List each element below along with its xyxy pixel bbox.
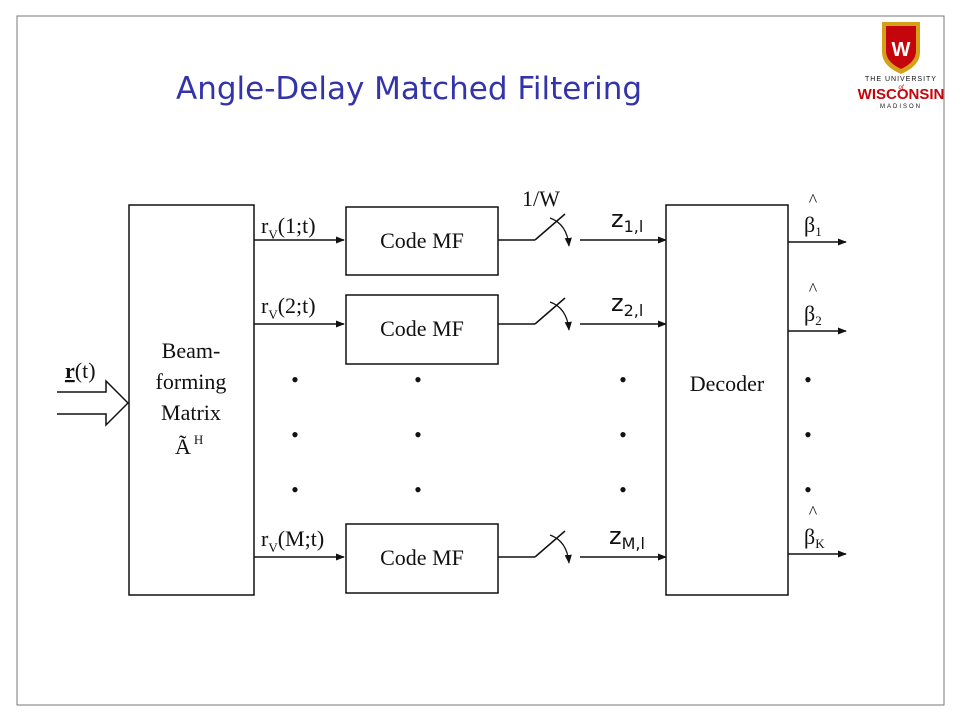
input-label: r(t) [65,358,96,383]
svg-text:•: • [291,477,299,502]
code-mf-label-m: Code MF [380,545,464,570]
beamformer-line2: forming [156,369,227,394]
beamformer-line3: Matrix [161,400,221,425]
branch-output-2: rV(2;t) [261,293,316,322]
logo-line3: MADISON [880,104,922,110]
svg-text:•: • [804,477,812,502]
branch-output-m: rV(M;t) [261,526,324,555]
slide-title: Angle-Delay Matched Filtering [176,71,642,107]
code-mf-block-2 [345,294,499,365]
svg-text:•: • [291,367,299,392]
svg-text:•: • [414,477,422,502]
sampled-output-2: z2,l [611,289,643,320]
university-logo: W THE UNIVERSITY of WISCONSIN MADISON [858,22,945,110]
ellipsis-dots: • • • • • • • • • • • • [291,367,812,502]
slide-border [16,15,945,706]
svg-text:•: • [619,422,627,447]
crest-letter-w: W [892,39,911,61]
sampler-switch-m [534,530,566,558]
input-arrow [57,379,130,427]
decoder-output-k: βK [804,524,825,551]
decoder-output-k-hat: ^ [809,502,818,522]
code-mf-label-1: Code MF [380,228,464,253]
code-mf-label-2: Code MF [380,316,464,341]
logo-of: of [898,85,904,91]
svg-text:•: • [804,422,812,447]
sampler-rate-label: 1/W [522,186,560,211]
sampler-switch-1 [534,213,566,241]
svg-text:•: • [291,422,299,447]
code-mf-block-m [345,523,499,594]
decoder-output-1-hat: ^ [809,190,818,210]
decoder-output-2-hat: ^ [809,279,818,299]
sampled-output-1: z1,l [611,205,643,236]
logo-line2: WISCONSIN [858,86,945,103]
decoder-output-1: β1 [804,212,822,239]
code-mf-block-1 [345,206,499,276]
svg-text:•: • [414,367,422,392]
decoder-output-2: β2 [804,301,822,328]
beamformer-line1: Beam- [162,338,221,363]
sampled-output-m: zM,l [609,522,645,553]
beamforming-block [128,204,255,596]
svg-text:•: • [619,367,627,392]
decoder-label: Decoder [690,371,765,396]
branch-output-1: rV(1;t) [261,213,316,242]
decoder-block [665,204,789,596]
svg-text:•: • [414,422,422,447]
svg-text:•: • [804,367,812,392]
sampler-switch-2 [534,297,566,325]
logo-line1: THE UNIVERSITY [865,76,937,83]
svg-text:•: • [619,477,627,502]
